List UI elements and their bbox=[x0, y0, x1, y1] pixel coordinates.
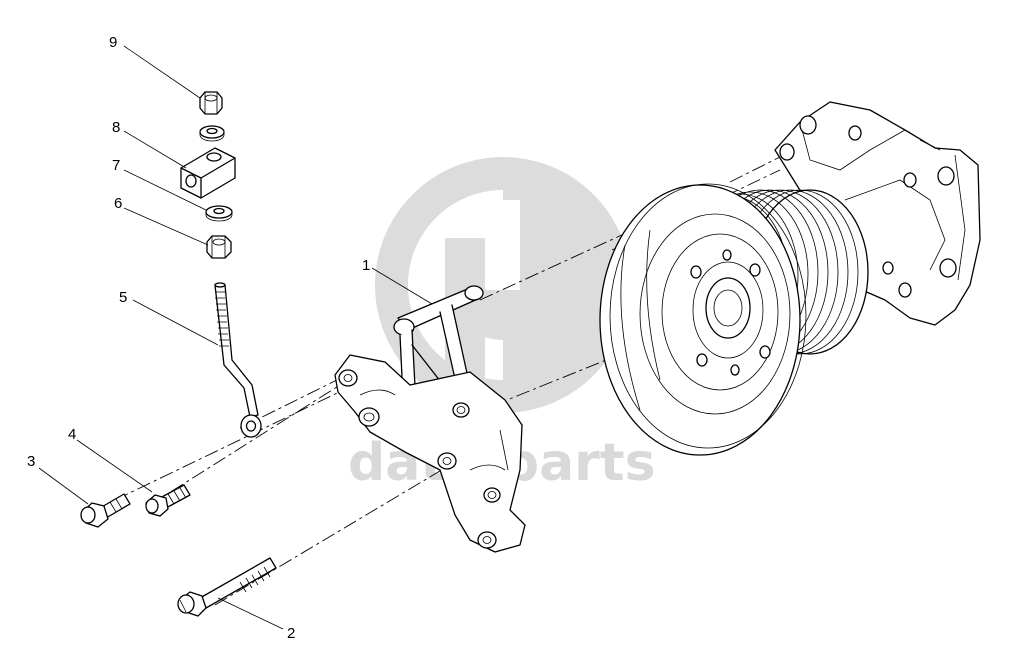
eye-rod-part-5 bbox=[214, 282, 262, 438]
callout-3: 3 bbox=[27, 453, 35, 470]
callout-leader-lines bbox=[38, 45, 433, 630]
flange-bolt-part-3 bbox=[80, 493, 131, 528]
callout-6: 6 bbox=[114, 195, 122, 212]
callout-5: 5 bbox=[119, 289, 127, 306]
upper-washer bbox=[199, 125, 225, 142]
long-bolt-part-2 bbox=[177, 557, 277, 617]
callout-4: 4 bbox=[68, 426, 76, 443]
top-nut-part-9 bbox=[199, 91, 223, 115]
pulley-hub-assembly bbox=[599, 101, 981, 456]
watermark-logo bbox=[375, 157, 631, 413]
stud-bolt-part-4 bbox=[145, 484, 191, 517]
callout-2: 2 bbox=[287, 625, 295, 642]
block-part-8 bbox=[180, 147, 236, 199]
callout-8: 8 bbox=[112, 119, 120, 136]
callout-9: 9 bbox=[109, 34, 117, 51]
callout-7: 7 bbox=[112, 157, 120, 174]
callout-1: 1 bbox=[362, 257, 370, 274]
callout-labels: 1 2 3 4 5 6 7 8 9 bbox=[27, 34, 370, 642]
washer-part-7 bbox=[205, 205, 233, 222]
bracket-part-1 bbox=[334, 285, 526, 553]
hex-nut-part-6 bbox=[206, 235, 232, 259]
